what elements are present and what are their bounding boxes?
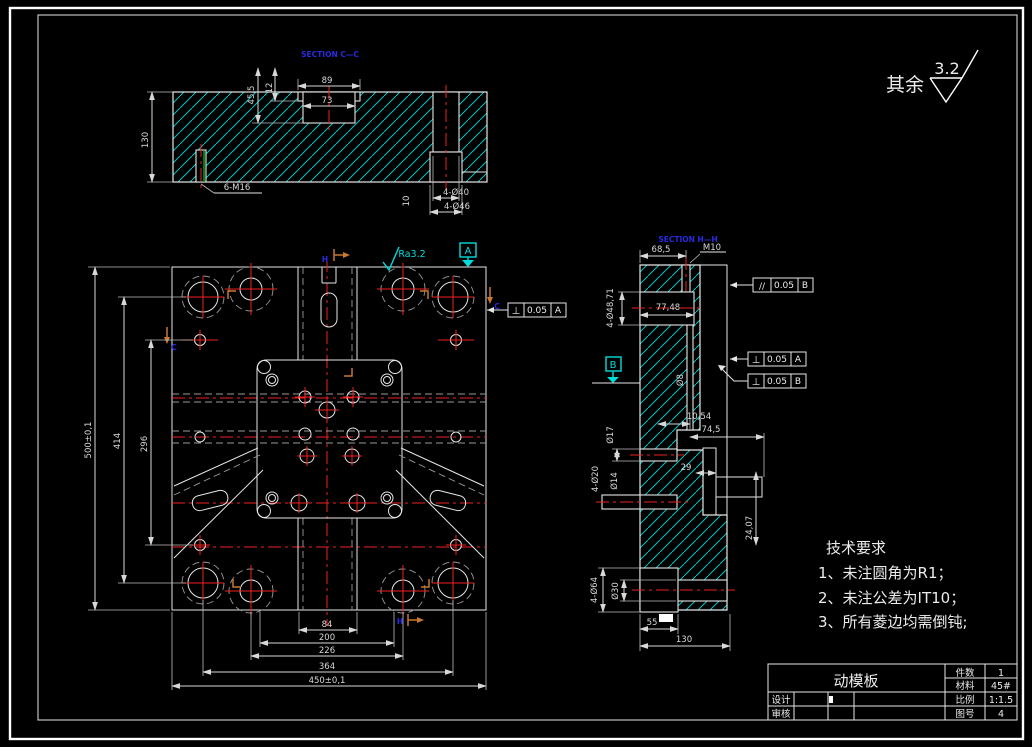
front-left-dims: 500±0,1 414 296 — [84, 266, 193, 611]
dim-77-48: 77,48 — [656, 303, 680, 313]
section-cc-view: SECTION C—C 89 73 45,5 12 130 6-M16 — [141, 50, 488, 215]
datum-b-flag: B — [592, 356, 640, 384]
dim-84: 84 — [322, 620, 333, 630]
fcf-sym: ⊥ — [512, 306, 521, 317]
fcf-par-sym: // — [759, 282, 766, 292]
fcf-pa-tol: 0.05 — [767, 355, 787, 365]
dim-24-07: 24,07 — [745, 516, 755, 540]
dim-500: 500±0,1 — [84, 422, 94, 459]
dim-4d46: 4-Ø46 — [444, 201, 470, 212]
dim-10: 10 — [402, 196, 412, 207]
front-bottom-dims: 84 200 226 364 450±0,1 — [171, 600, 487, 690]
cut-right: C — [494, 302, 500, 311]
tech-req-item-1: 1、未注圆角为R1； — [818, 564, 953, 582]
fcf-pa-ref: A — [795, 355, 802, 365]
sheet-border — [8, 6, 1025, 741]
dim-55: 55 — [647, 618, 658, 628]
dim-364: 364 — [319, 662, 335, 672]
fcf-tol: 0.05 — [527, 306, 547, 316]
cut-bottom: H — [397, 617, 403, 626]
insert-pocket — [256, 359, 403, 519]
dim-45-5: 45,5 — [247, 86, 257, 105]
dim-29: 29 — [681, 463, 692, 473]
mark-blob — [659, 614, 673, 622]
fcf-par-tol: 0.05 — [774, 281, 794, 291]
edge-holes — [190, 330, 466, 555]
dim-450: 450±0,1 — [309, 676, 346, 686]
cut-top: H — [322, 255, 328, 264]
designer-label: 设计 — [771, 694, 791, 706]
material-value: 45# — [991, 681, 1011, 692]
finish-value: 3.2 — [934, 59, 959, 78]
dim-4d48-71: 4-Ø48,71 — [605, 288, 616, 328]
dim-68-5: 68,5 — [652, 245, 671, 255]
dim-m10: M10 — [703, 243, 721, 253]
signature-mark — [829, 696, 833, 703]
dim-10-54: 10,54 — [687, 412, 711, 422]
technical-requirements: 技术要求 1、未注圆角为R1； 2、未注公差为IT10； 3、所有菱边均需倒钝; — [818, 539, 968, 631]
front-view: Ra3.2 A ⊥ 0.05 A H H C — [84, 242, 567, 690]
dim-4d40: 4-Ø40 — [443, 187, 469, 198]
dim-74-5: 74,5 — [702, 425, 721, 435]
title-block: 动模板 件数 1 材料 45# 设计 审核 比例 1:1.5 图号 4 — [767, 663, 1018, 721]
drawing-no-label: 图号 — [955, 709, 974, 720]
section-hh-view: SECTION H—H 68,5 M10 4-Ø48,71 77,48 Ø8 — [589, 235, 814, 651]
drawing-no-value: 4 — [998, 709, 1004, 720]
cut-marks: H H C C — [164, 249, 500, 626]
tech-req-title: 技术要求 — [826, 539, 886, 557]
dim-d30: Ø30 — [610, 582, 621, 600]
dim-12: 12 — [265, 83, 275, 94]
dim-73: 73 — [322, 96, 333, 106]
material-label: 材料 — [955, 680, 975, 692]
scale-value: 1:1.5 — [989, 695, 1013, 706]
fcf-parallel-b: // 0.05 B — [730, 277, 814, 293]
dim-296: 296 — [140, 436, 150, 452]
datum-a-flag: A — [459, 242, 477, 267]
dim-130-top: 130 — [141, 132, 151, 148]
fcf-ref: A — [555, 306, 562, 316]
datum-b-label: B — [610, 360, 617, 371]
tech-req-item-2: 2、未注公差为IT10； — [818, 589, 965, 607]
dim-89: 89 — [322, 76, 333, 86]
dim-d14: Ø14 — [609, 472, 620, 490]
corner-marks — [227, 290, 430, 588]
dim-d8: Ø8 — [675, 374, 686, 386]
roughness-check-icon — [929, 49, 979, 104]
fcf-perp-a-side: ⊥ 0.05 A — [730, 351, 807, 367]
roughness-label: Ra3.2 — [398, 249, 425, 260]
section-hh-label: SECTION H—H — [658, 235, 717, 244]
fcf-pb-ref: B — [795, 377, 801, 387]
center-holes — [289, 387, 367, 513]
scale-label: 比例 — [955, 694, 974, 706]
tech-req-item-3: 3、所有菱边均需倒钝; — [818, 613, 968, 631]
surface-finish-note: 其余 3.2 — [886, 49, 979, 104]
qty-label: 件数 — [955, 667, 975, 679]
fcf-perp-a-front: ⊥ 0.05 A — [487, 302, 567, 318]
fcf-pb-sym: ⊥ — [752, 377, 761, 388]
cut-left: C — [171, 343, 177, 352]
dim-6m16: 6-M16 — [224, 183, 251, 193]
section-cc-label: SECTION C—C — [301, 50, 359, 59]
dim-4d64: 4-Ø64 — [589, 577, 600, 603]
part-name: 动模板 — [833, 672, 878, 690]
datum-a-label: A — [465, 246, 472, 257]
fcf-par-ref: B — [802, 281, 808, 291]
roughness-mark: Ra3.2 — [382, 246, 426, 272]
finish-prefix: 其余 — [886, 74, 924, 96]
dim-226: 226 — [319, 646, 335, 656]
dim-d17: Ø17 — [605, 426, 616, 444]
qty-value: 1 — [998, 668, 1004, 679]
guide-holes — [181, 275, 475, 605]
fcf-pa-sym: ⊥ — [752, 355, 761, 366]
fcf-perp-b: ⊥ 0.05 B — [718, 365, 807, 389]
checker-label: 审核 — [771, 708, 791, 720]
dim-130-side: 130 — [676, 635, 692, 645]
fcf-pb-tol: 0.05 — [767, 377, 787, 387]
dim-4d20: 4-Ø20 — [590, 466, 601, 492]
dim-200: 200 — [319, 633, 335, 643]
dim-414: 414 — [113, 433, 123, 449]
